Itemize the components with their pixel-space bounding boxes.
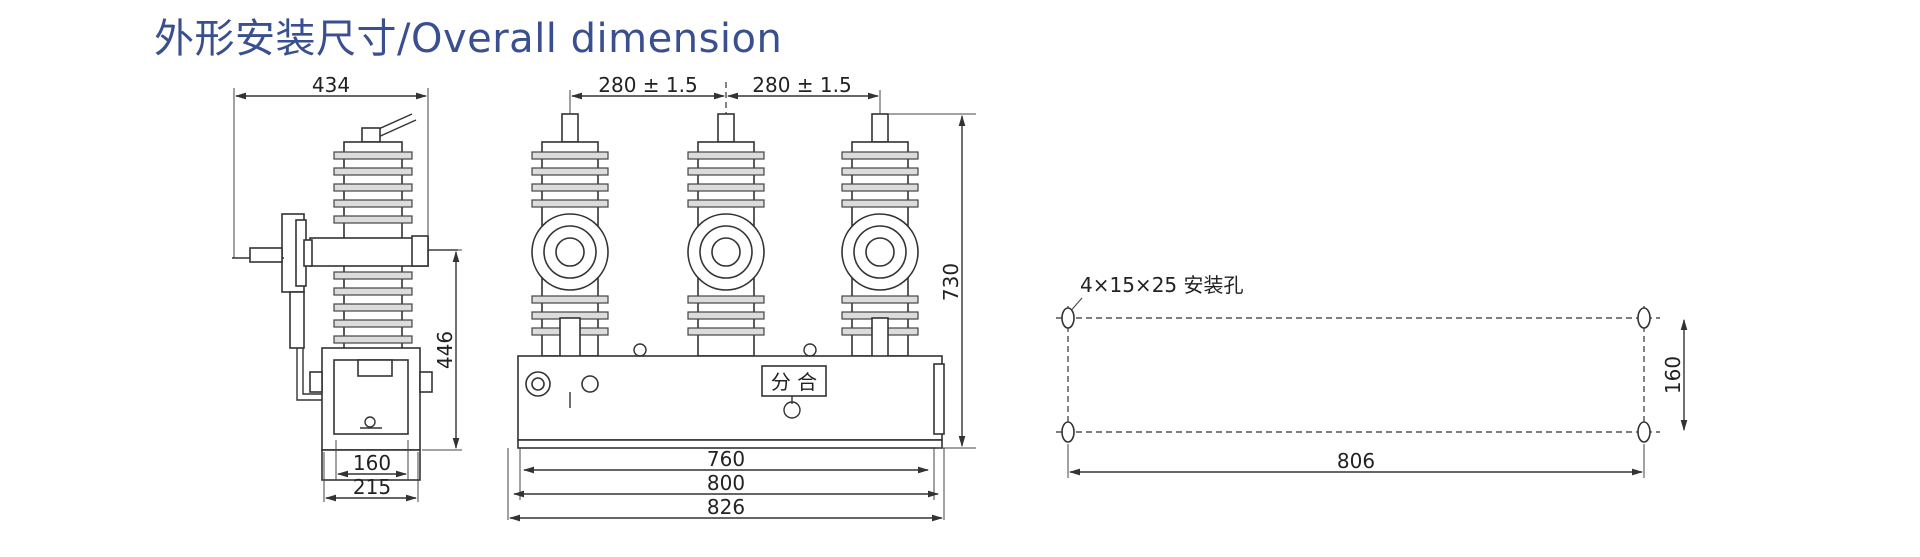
dim-806: 806 (1337, 449, 1375, 473)
hole-label: 4×15×25 安装孔 (1080, 273, 1244, 297)
mounting-view: 4×15×25 安装孔 160 806 (1056, 273, 1688, 478)
mount-hole-br (1637, 421, 1651, 443)
side-sheds (333, 151, 413, 344)
dim-280-right: 280 ± 1.5 (752, 73, 851, 97)
mount-hole-tl (1061, 307, 1075, 329)
dim-215: 215 (353, 475, 391, 499)
dim-280-left: 280 ± 1.5 (598, 73, 697, 97)
dim-160-side: 160 (353, 451, 391, 475)
operation-label: 分 合 (771, 370, 817, 394)
dim-160-mount: 160 (1661, 356, 1685, 394)
dim-730: 730 (939, 263, 963, 301)
front-view: 280 ± 1.5 280 ± 1.5 (507, 73, 976, 522)
dim-760: 760 (707, 447, 745, 471)
page-title: 外形安装尺寸/Overall dimension (154, 16, 783, 62)
dim-826: 826 (707, 495, 745, 519)
dim-800: 800 (707, 471, 745, 495)
dim-446: 446 (433, 331, 457, 369)
pole-1 (531, 113, 609, 359)
dim-434: 434 (312, 73, 350, 97)
pole-2 (687, 113, 765, 357)
mount-hole-tr (1637, 307, 1651, 329)
side-view: 434 (232, 73, 462, 502)
mount-hole-bl (1061, 421, 1075, 443)
